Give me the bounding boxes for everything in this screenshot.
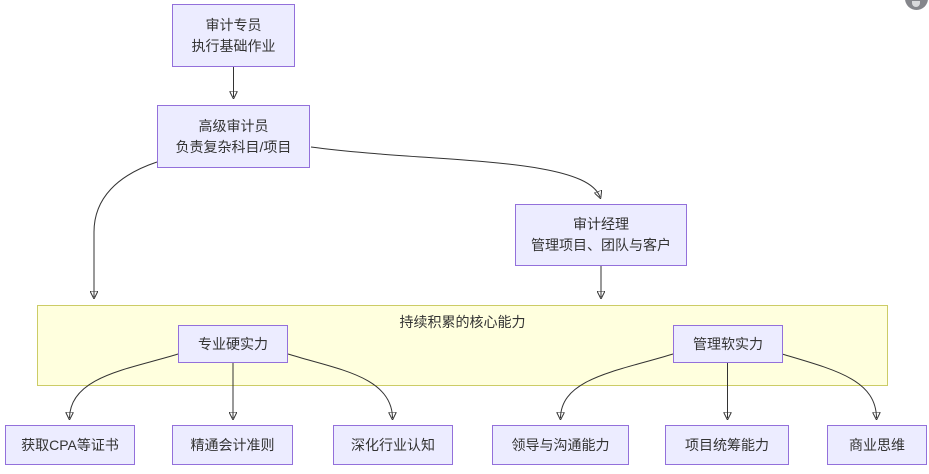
node-subtitle: 负责复杂科目/项目 [175, 138, 292, 155]
edge-soft-to-leadership [561, 353, 674, 418]
node-senior-auditor: 高级审计员 负责复杂科目/项目 [157, 105, 310, 168]
node-title: 商业思维 [849, 436, 905, 453]
node-soft-skills: 管理软实力 [673, 325, 783, 363]
node-business-mindset: 商业思维 [827, 425, 927, 465]
node-leadership: 领导与沟通能力 [492, 425, 629, 465]
node-title: 管理软实力 [693, 335, 763, 352]
edge-senior-to-manager [310, 146, 600, 197]
node-title: 项目统筹能力 [685, 436, 769, 453]
edge-soft-to-business [781, 353, 877, 418]
node-title: 深化行业认知 [351, 436, 435, 453]
node-title: 获取CPA等证书 [21, 436, 119, 453]
node-audit-manager: 审计经理 管理项目、团队与客户 [515, 204, 687, 266]
node-subtitle: 管理项目、团队与客户 [531, 237, 671, 253]
corner-button[interactable] [905, 0, 928, 10]
node-title: 审计经理 [573, 216, 629, 232]
node-cpa-cert: 获取CPA等证书 [5, 425, 135, 465]
node-title: 高级审计员 [198, 117, 269, 134]
node-accounting-standards: 精通会计准则 [172, 425, 293, 465]
node-title: 审计专员 [205, 16, 262, 33]
edge-senior-to-container [94, 161, 158, 297]
node-project-coordination: 项目统筹能力 [665, 425, 789, 465]
edge-hard-to-industry [287, 353, 393, 418]
node-audit-specialist: 审计专员 执行基础作业 [172, 4, 295, 67]
node-hard-skills: 专业硬实力 [178, 325, 288, 363]
node-subtitle: 执行基础作业 [191, 37, 276, 54]
subgraph-title: 持续积累的核心能力 [399, 314, 526, 330]
node-title: 领导与沟通能力 [511, 436, 610, 453]
node-title: 专业硬实力 [198, 335, 268, 352]
edge-hard-to-cpa [70, 353, 179, 418]
node-title: 精通会计准则 [190, 436, 275, 453]
corner-button-icon [912, 1, 920, 7]
node-industry-insight: 深化行业认知 [333, 425, 453, 465]
